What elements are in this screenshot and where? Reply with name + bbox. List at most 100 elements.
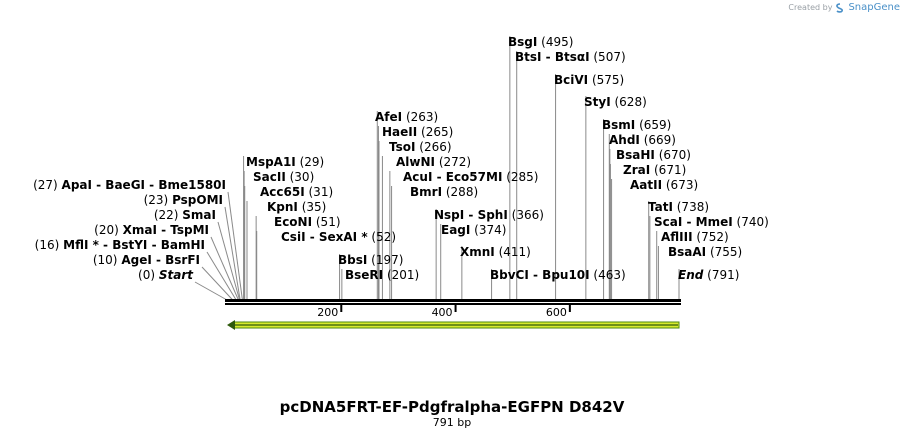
- site-enzyme-name: SacII: [253, 170, 286, 184]
- site-position: (659): [635, 118, 671, 132]
- site-label: (27) ApaI - BaeGI - Bme1580I: [33, 178, 226, 192]
- site-enzyme-name: AgeI - BsrFI: [121, 253, 200, 267]
- site-position: (197): [367, 253, 403, 267]
- site-position: (266): [415, 140, 451, 154]
- site-label: MspA1I (29): [246, 155, 324, 169]
- site-enzyme-name: BsgI: [508, 35, 537, 49]
- site-enzyme-name: AfeI: [375, 110, 402, 124]
- site-connector-line: [224, 206, 241, 301]
- site-enzyme-name: ZraI: [623, 163, 650, 177]
- site-position: (20): [94, 223, 122, 237]
- site-enzyme-name: PspOMI: [172, 193, 223, 207]
- site-label: AatII (673): [630, 178, 698, 192]
- snapgene-logo-icon: [836, 2, 844, 13]
- site-position: (27): [33, 178, 61, 192]
- site-label: TatI (738): [648, 200, 709, 214]
- site-enzyme-name: BtsI - BtsαI: [515, 50, 590, 64]
- site-position: (507): [590, 50, 626, 64]
- axis-tick-label: 200: [317, 306, 338, 319]
- site-enzyme-name: BseRI: [345, 268, 383, 282]
- site-position: (495): [537, 35, 573, 49]
- site-position: (51): [312, 215, 340, 229]
- site-position: (31): [305, 185, 333, 199]
- site-label: AcuI - Eco57MI (285): [403, 170, 539, 184]
- site-enzyme-name: TatI: [648, 200, 673, 214]
- site-label: End (791): [678, 268, 739, 282]
- site-label: BseRI (201): [345, 268, 419, 282]
- site-position: (10): [93, 253, 121, 267]
- site-position: (35): [298, 200, 326, 214]
- site-label: BmrI (288): [410, 185, 478, 199]
- site-enzyme-name: BmrI: [410, 185, 442, 199]
- site-enzyme-name: EcoNI: [274, 215, 312, 229]
- site-enzyme-name: MspA1I: [246, 155, 296, 169]
- site-label: ScaI - MmeI (740): [654, 215, 769, 229]
- sequence-map: BsgI (495)BtsI - BtsαI (507)BciVI (575)S…: [33, 35, 769, 330]
- site-position: (670): [655, 148, 691, 162]
- site-connector-line: [217, 221, 241, 301]
- site-label: EagI (374): [441, 223, 506, 237]
- site-connector-line: [194, 281, 228, 301]
- site-label: AflIII (752): [661, 230, 729, 244]
- site-position: (22): [154, 208, 182, 222]
- site-enzyme-name: BciVI: [554, 73, 588, 87]
- site-enzyme-name: XmnI: [460, 245, 495, 259]
- site-label: AlwNI (272): [396, 155, 471, 169]
- site-position: (575): [588, 73, 624, 87]
- site-label: (20) XmaI - TspMI: [94, 223, 209, 237]
- site-position: (374): [470, 223, 506, 237]
- site-label: BbvCI - Bpu10I (463): [490, 268, 626, 282]
- site-enzyme-name: AlwNI: [396, 155, 435, 169]
- site-enzyme-name: BsaHI: [616, 148, 655, 162]
- site-position: (752): [693, 230, 729, 244]
- site-label: SacII (30): [253, 170, 314, 184]
- site-label: (23) PspOMI: [144, 193, 223, 207]
- site-position: (671): [650, 163, 686, 177]
- site-label: HaeII (265): [382, 125, 453, 139]
- site-label: AfeI (263): [375, 110, 438, 124]
- site-enzyme-name: CsiI - SexAI *: [281, 230, 368, 244]
- site-position: (0): [138, 268, 159, 282]
- site-enzyme-name: HaeII: [382, 125, 417, 139]
- site-position: (16): [35, 238, 63, 252]
- site-enzyme-name: Start: [159, 268, 194, 282]
- site-label: BciVI (575): [554, 73, 624, 87]
- site-enzyme-name: AcuI - Eco57MI: [403, 170, 502, 184]
- site-label: BsmI (659): [602, 118, 671, 132]
- site-enzyme-name: SmaI: [182, 208, 216, 222]
- site-label: (0) Start: [138, 268, 194, 282]
- backbone-bottom-strand: [225, 303, 681, 305]
- snapgene-brand: Created by SnapGene: [788, 2, 900, 13]
- site-position: (628): [611, 95, 647, 109]
- backbone-top-strand: [225, 299, 681, 302]
- site-position: (740): [733, 215, 769, 229]
- site-connector-line: [206, 251, 237, 301]
- site-enzyme-name: End: [678, 268, 704, 282]
- site-enzyme-name: NspI - SphI: [434, 208, 508, 222]
- site-connector-line: [201, 266, 234, 301]
- site-label: ZraI (671): [623, 163, 686, 177]
- site-position: (755): [706, 245, 742, 259]
- site-label: AhdI (669): [609, 133, 676, 147]
- site-enzyme-name: AflIII: [661, 230, 693, 244]
- site-label: CsiI - SexAI * (52): [281, 230, 396, 244]
- site-position: (669): [640, 133, 676, 147]
- site-label: StyI (628): [584, 95, 647, 109]
- site-position: (263): [402, 110, 438, 124]
- site-label: TsoI (266): [389, 140, 452, 154]
- site-position: (201): [383, 268, 419, 282]
- site-enzyme-name: StyI: [584, 95, 611, 109]
- site-connector-line: [227, 191, 243, 301]
- site-position: (411): [495, 245, 531, 259]
- axis-tick-label: 400: [432, 306, 453, 319]
- plasmid-name: pcDNA5FRT-EF-Pdgfralpha-EGFPN D842V: [279, 398, 625, 416]
- site-position: (738): [673, 200, 709, 214]
- site-label: BsgI (495): [508, 35, 573, 49]
- site-enzyme-name: ScaI - MmeI: [654, 215, 733, 229]
- site-position: (52): [368, 230, 396, 244]
- site-label: BsaAI (755): [668, 245, 742, 259]
- site-label: (16) MflI * - BstYI - BamHI: [35, 238, 205, 252]
- site-position: (29): [296, 155, 324, 169]
- site-position: (285): [502, 170, 538, 184]
- site-enzyme-name: BbsI: [338, 253, 367, 267]
